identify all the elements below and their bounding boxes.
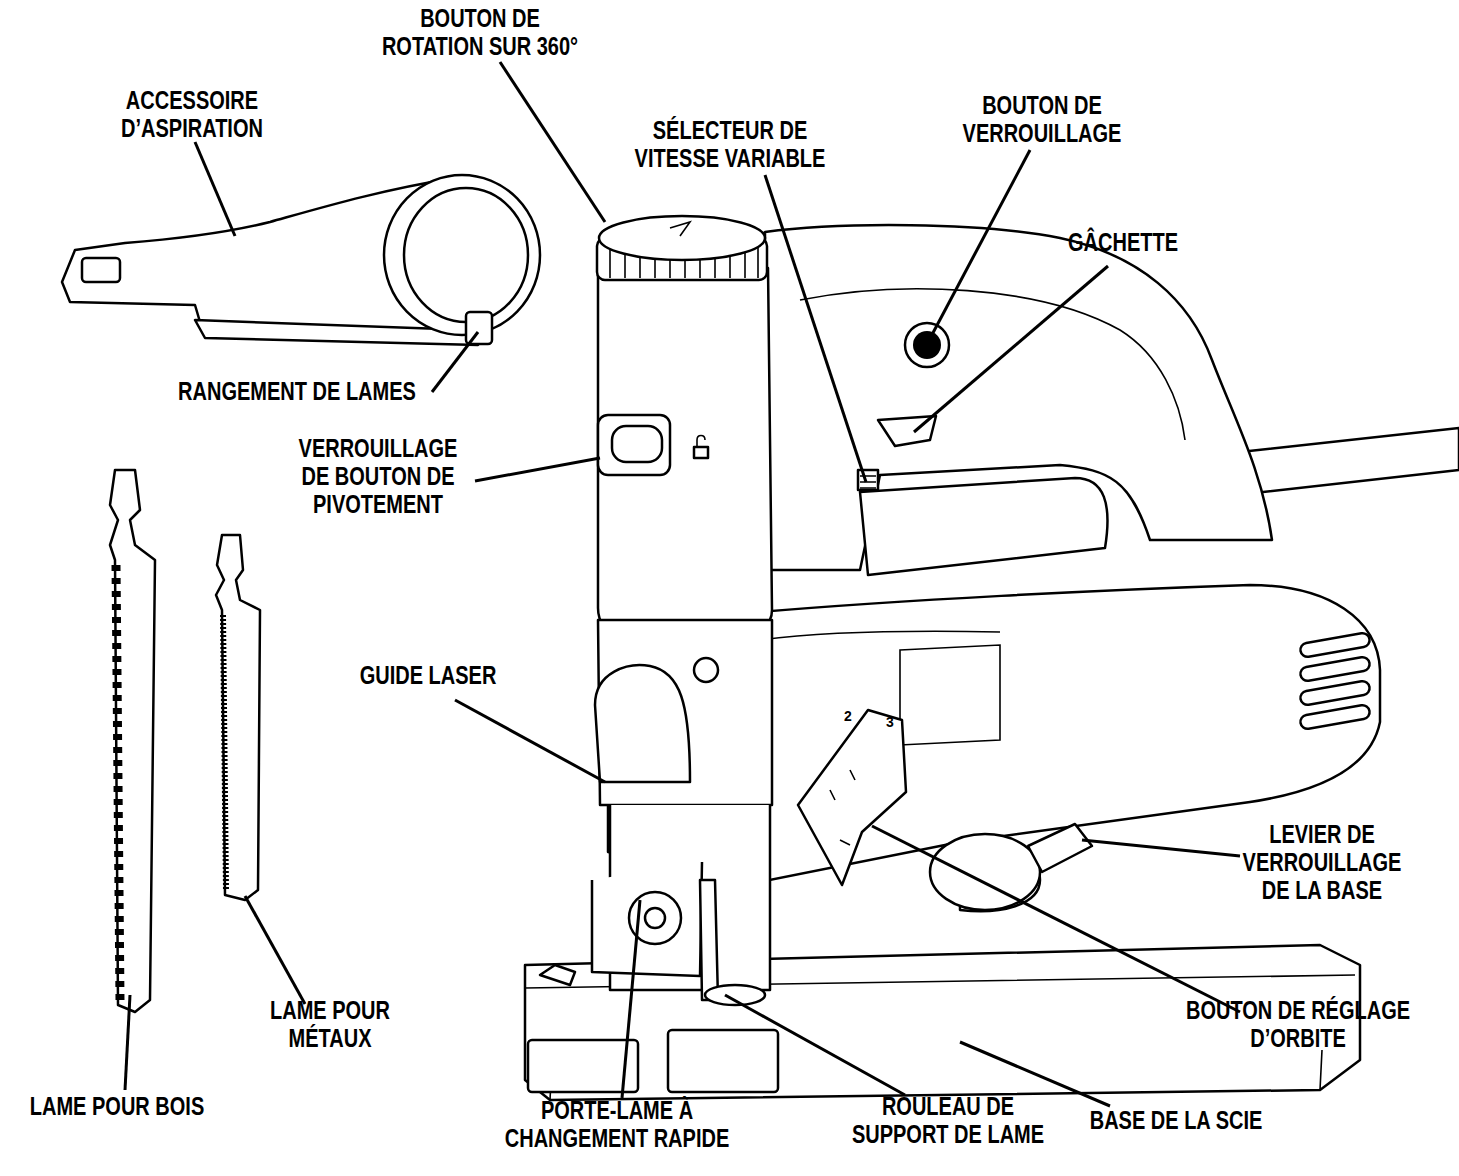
dust-port-accessory bbox=[62, 175, 540, 345]
part-label: BOUTON DE VERROUILLAGE bbox=[963, 91, 1122, 147]
part-label: GÂCHETTE bbox=[1068, 228, 1178, 256]
label-line: 2 bbox=[844, 708, 852, 724]
label-line: VERROUILLAGE bbox=[1243, 848, 1402, 876]
part-label: LAME POUR MÉTAUX bbox=[270, 996, 390, 1052]
label-line: ROULEAU DE bbox=[852, 1092, 1044, 1120]
part-label: GUIDE LASER bbox=[360, 661, 497, 689]
label-line: VITESSE VARIABLE bbox=[635, 144, 826, 172]
wood-blade bbox=[110, 470, 155, 1012]
label-line: MÉTAUX bbox=[270, 1024, 390, 1052]
label-line: 3 bbox=[886, 714, 894, 730]
label-line: ACCESSOIRE bbox=[121, 86, 263, 114]
part-label: BASE DE LA SCIE bbox=[1090, 1106, 1263, 1134]
label-line: BOUTON DE bbox=[963, 91, 1122, 119]
label-line: GÂCHETTE bbox=[1068, 228, 1178, 256]
label-line: VERROUILLAGE bbox=[299, 434, 458, 462]
label-line: DE BOUTON DE bbox=[299, 462, 458, 490]
label-line: BOUTON DE RÉGLAGE bbox=[1186, 996, 1410, 1024]
part-label: VERROUILLAGE DE BOUTON DE PIVOTEMENT bbox=[299, 434, 458, 518]
label-line: CHANGEMENT RAPIDE bbox=[505, 1124, 729, 1152]
label-line: ROTATION SUR 360° bbox=[382, 32, 578, 60]
label-line: LEVIER DE bbox=[1243, 820, 1402, 848]
part-label: SÉLECTEUR DE VITESSE VARIABLE bbox=[635, 116, 826, 172]
label-line: BASE DE LA SCIE bbox=[1090, 1106, 1263, 1134]
label-line: DE LA BASE bbox=[1243, 876, 1402, 904]
part-label: LEVIER DE VERROUILLAGE DE LA BASE bbox=[1243, 820, 1402, 904]
label-line: D’ASPIRATION bbox=[121, 114, 263, 142]
part-label: BOUTON DE RÉGLAGE D’ORBITE bbox=[1186, 996, 1410, 1052]
part-label: LAME POUR BOIS bbox=[30, 1092, 204, 1120]
label-line: SUPPORT DE LAME bbox=[852, 1120, 1044, 1148]
label-line: LAME POUR BOIS bbox=[30, 1092, 204, 1120]
label-line: PIVOTEMENT bbox=[299, 490, 458, 518]
label-line: RANGEMENT DE LAMES bbox=[178, 377, 416, 405]
dial-number: 2 bbox=[844, 708, 852, 724]
part-label: ROULEAU DE SUPPORT DE LAME bbox=[852, 1092, 1044, 1148]
label-line: D’ORBITE bbox=[1186, 1024, 1410, 1052]
label-line: BOUTON DE bbox=[382, 4, 578, 32]
part-label: ACCESSOIRE D’ASPIRATION bbox=[121, 86, 263, 142]
label-line: VERROUILLAGE bbox=[963, 119, 1122, 147]
label-line: PORTE-LAME À bbox=[505, 1096, 729, 1124]
dial-number: 3 bbox=[886, 714, 894, 730]
label-line: LAME POUR bbox=[270, 996, 390, 1024]
metal-blade bbox=[216, 535, 260, 900]
leader-lines bbox=[125, 62, 1240, 1106]
part-label: RANGEMENT DE LAMES bbox=[178, 377, 416, 405]
label-line: SÉLECTEUR DE bbox=[635, 116, 826, 144]
part-label: BOUTON DE ROTATION SUR 360° bbox=[382, 4, 578, 60]
part-label: PORTE-LAME À CHANGEMENT RAPIDE bbox=[505, 1096, 729, 1152]
jigsaw-body bbox=[525, 216, 1459, 1100]
label-line: GUIDE LASER bbox=[360, 661, 497, 689]
